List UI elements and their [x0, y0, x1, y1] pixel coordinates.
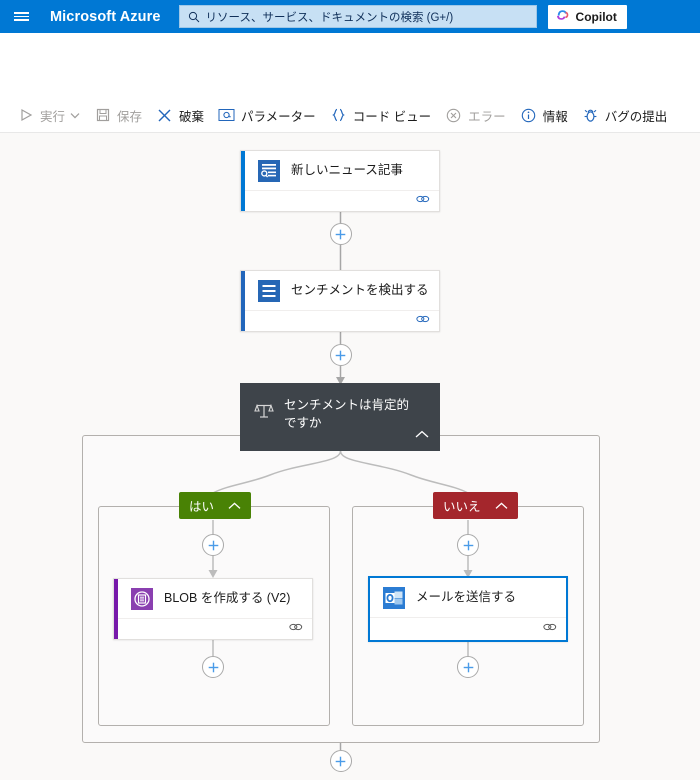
outlook-icon — [382, 586, 406, 610]
chevron-up-icon[interactable] — [228, 502, 241, 510]
add-step-no-bottom[interactable] — [457, 656, 479, 678]
branch-no-label: いいえ — [443, 500, 481, 514]
designer-command-bar: 実行 保存 破棄 パラメーター コード ビュー エラー 情報 バグの提出 — [0, 33, 700, 133]
command-save-label: 保存 — [117, 109, 143, 124]
error-circle-icon — [445, 107, 462, 124]
connection-link-icon[interactable] — [416, 192, 430, 210]
copilot-label: Copilot — [575, 9, 617, 24]
condition-title: センチメントは肯定的ですか — [284, 398, 410, 431]
branch-pill-no[interactable]: いいえ — [433, 492, 518, 519]
command-run-label: 実行 — [40, 109, 66, 124]
trigger-title: 新しいニュース記事 — [291, 163, 403, 177]
braces-icon — [330, 107, 347, 124]
add-step-no-top[interactable] — [457, 534, 479, 556]
save-icon — [94, 107, 111, 124]
workflow-canvas[interactable]: 新しいニュース記事 — [0, 133, 700, 780]
trigger-card-new-news-article[interactable]: 新しいニュース記事 — [240, 150, 440, 212]
command-errors[interactable]: エラー — [438, 101, 513, 129]
bug-icon — [582, 107, 599, 124]
search-icon — [188, 11, 200, 23]
brand-label[interactable]: Microsoft Azure — [50, 8, 161, 25]
news-search-icon — [257, 159, 281, 183]
connection-link-icon[interactable] — [289, 620, 303, 638]
chevron-down-icon[interactable] — [70, 112, 80, 119]
branch-pill-yes[interactable]: はい — [179, 492, 252, 519]
command-errors-label: エラー — [468, 109, 506, 124]
command-list: 実行 保存 破棄 パラメーター コード ビュー エラー 情報 バグの提出 — [10, 101, 674, 129]
command-discard-label: 破棄 — [179, 109, 205, 124]
azure-blob-storage-icon — [130, 587, 154, 611]
copilot-button[interactable]: Copilot — [547, 4, 627, 29]
text-analytics-icon — [257, 279, 281, 303]
email-title: メールを送信する — [416, 590, 517, 604]
chevron-up-icon[interactable] — [495, 502, 508, 510]
trigger-accent-bar — [241, 151, 245, 211]
search-input[interactable]: リソース、サービス、ドキュメントの検索 (G+/) — [178, 5, 537, 28]
action-card-detect-sentiment[interactable]: センチメントを検出する — [240, 270, 440, 332]
blob-title: BLOB を作成する (V2) — [164, 591, 291, 605]
hamburger-icon[interactable] — [0, 0, 42, 33]
command-info[interactable]: 情報 — [513, 101, 575, 129]
chevron-up-icon[interactable] — [415, 426, 429, 444]
command-info-label: 情報 — [542, 109, 568, 124]
add-step-yes-bottom[interactable] — [202, 656, 224, 678]
info-circle-icon — [520, 107, 537, 124]
blob-accent-bar — [114, 579, 118, 639]
at-bracket-icon — [218, 107, 235, 124]
action-card-send-email[interactable]: メールを送信する — [368, 576, 568, 642]
close-x-icon — [156, 107, 173, 124]
add-step-yes-top[interactable] — [202, 534, 224, 556]
add-step-after-condition[interactable] — [329, 750, 352, 772]
command-parameters[interactable]: パラメーター — [211, 101, 323, 129]
condition-scale-icon — [254, 401, 274, 421]
detect-title: センチメントを検出する — [291, 283, 429, 297]
command-discard[interactable]: 破棄 — [149, 101, 211, 129]
connection-link-icon[interactable] — [416, 312, 430, 330]
condition-card-sentiment-is-positive[interactable]: センチメントは肯定的ですか — [240, 383, 440, 451]
connection-link-icon[interactable] — [543, 620, 557, 638]
add-step-after-detect[interactable] — [329, 344, 352, 366]
azure-top-bar: Microsoft Azure リソース、サービス、ドキュメントの検索 (G+/… — [0, 0, 700, 33]
command-run[interactable]: 実行 — [10, 101, 87, 129]
add-step-after-trigger[interactable] — [329, 223, 352, 245]
command-report-bug[interactable]: バグの提出 — [575, 101, 675, 129]
command-save[interactable]: 保存 — [87, 101, 149, 129]
copilot-icon — [555, 7, 570, 27]
detect-accent-bar — [241, 271, 245, 331]
command-parameters-label: パラメーター — [241, 109, 316, 124]
play-icon — [17, 107, 34, 124]
command-report-bug-label: バグの提出 — [604, 109, 668, 124]
search-placeholder: リソース、サービス、ドキュメントの検索 (G+/) — [205, 11, 454, 24]
toolbar-divider — [0, 132, 700, 133]
branch-yes-label: はい — [189, 500, 215, 514]
command-code-view[interactable]: コード ビュー — [323, 101, 438, 129]
action-card-create-blob[interactable]: BLOB を作成する (V2) — [113, 578, 313, 640]
command-code-view-label: コード ビュー — [352, 109, 432, 124]
